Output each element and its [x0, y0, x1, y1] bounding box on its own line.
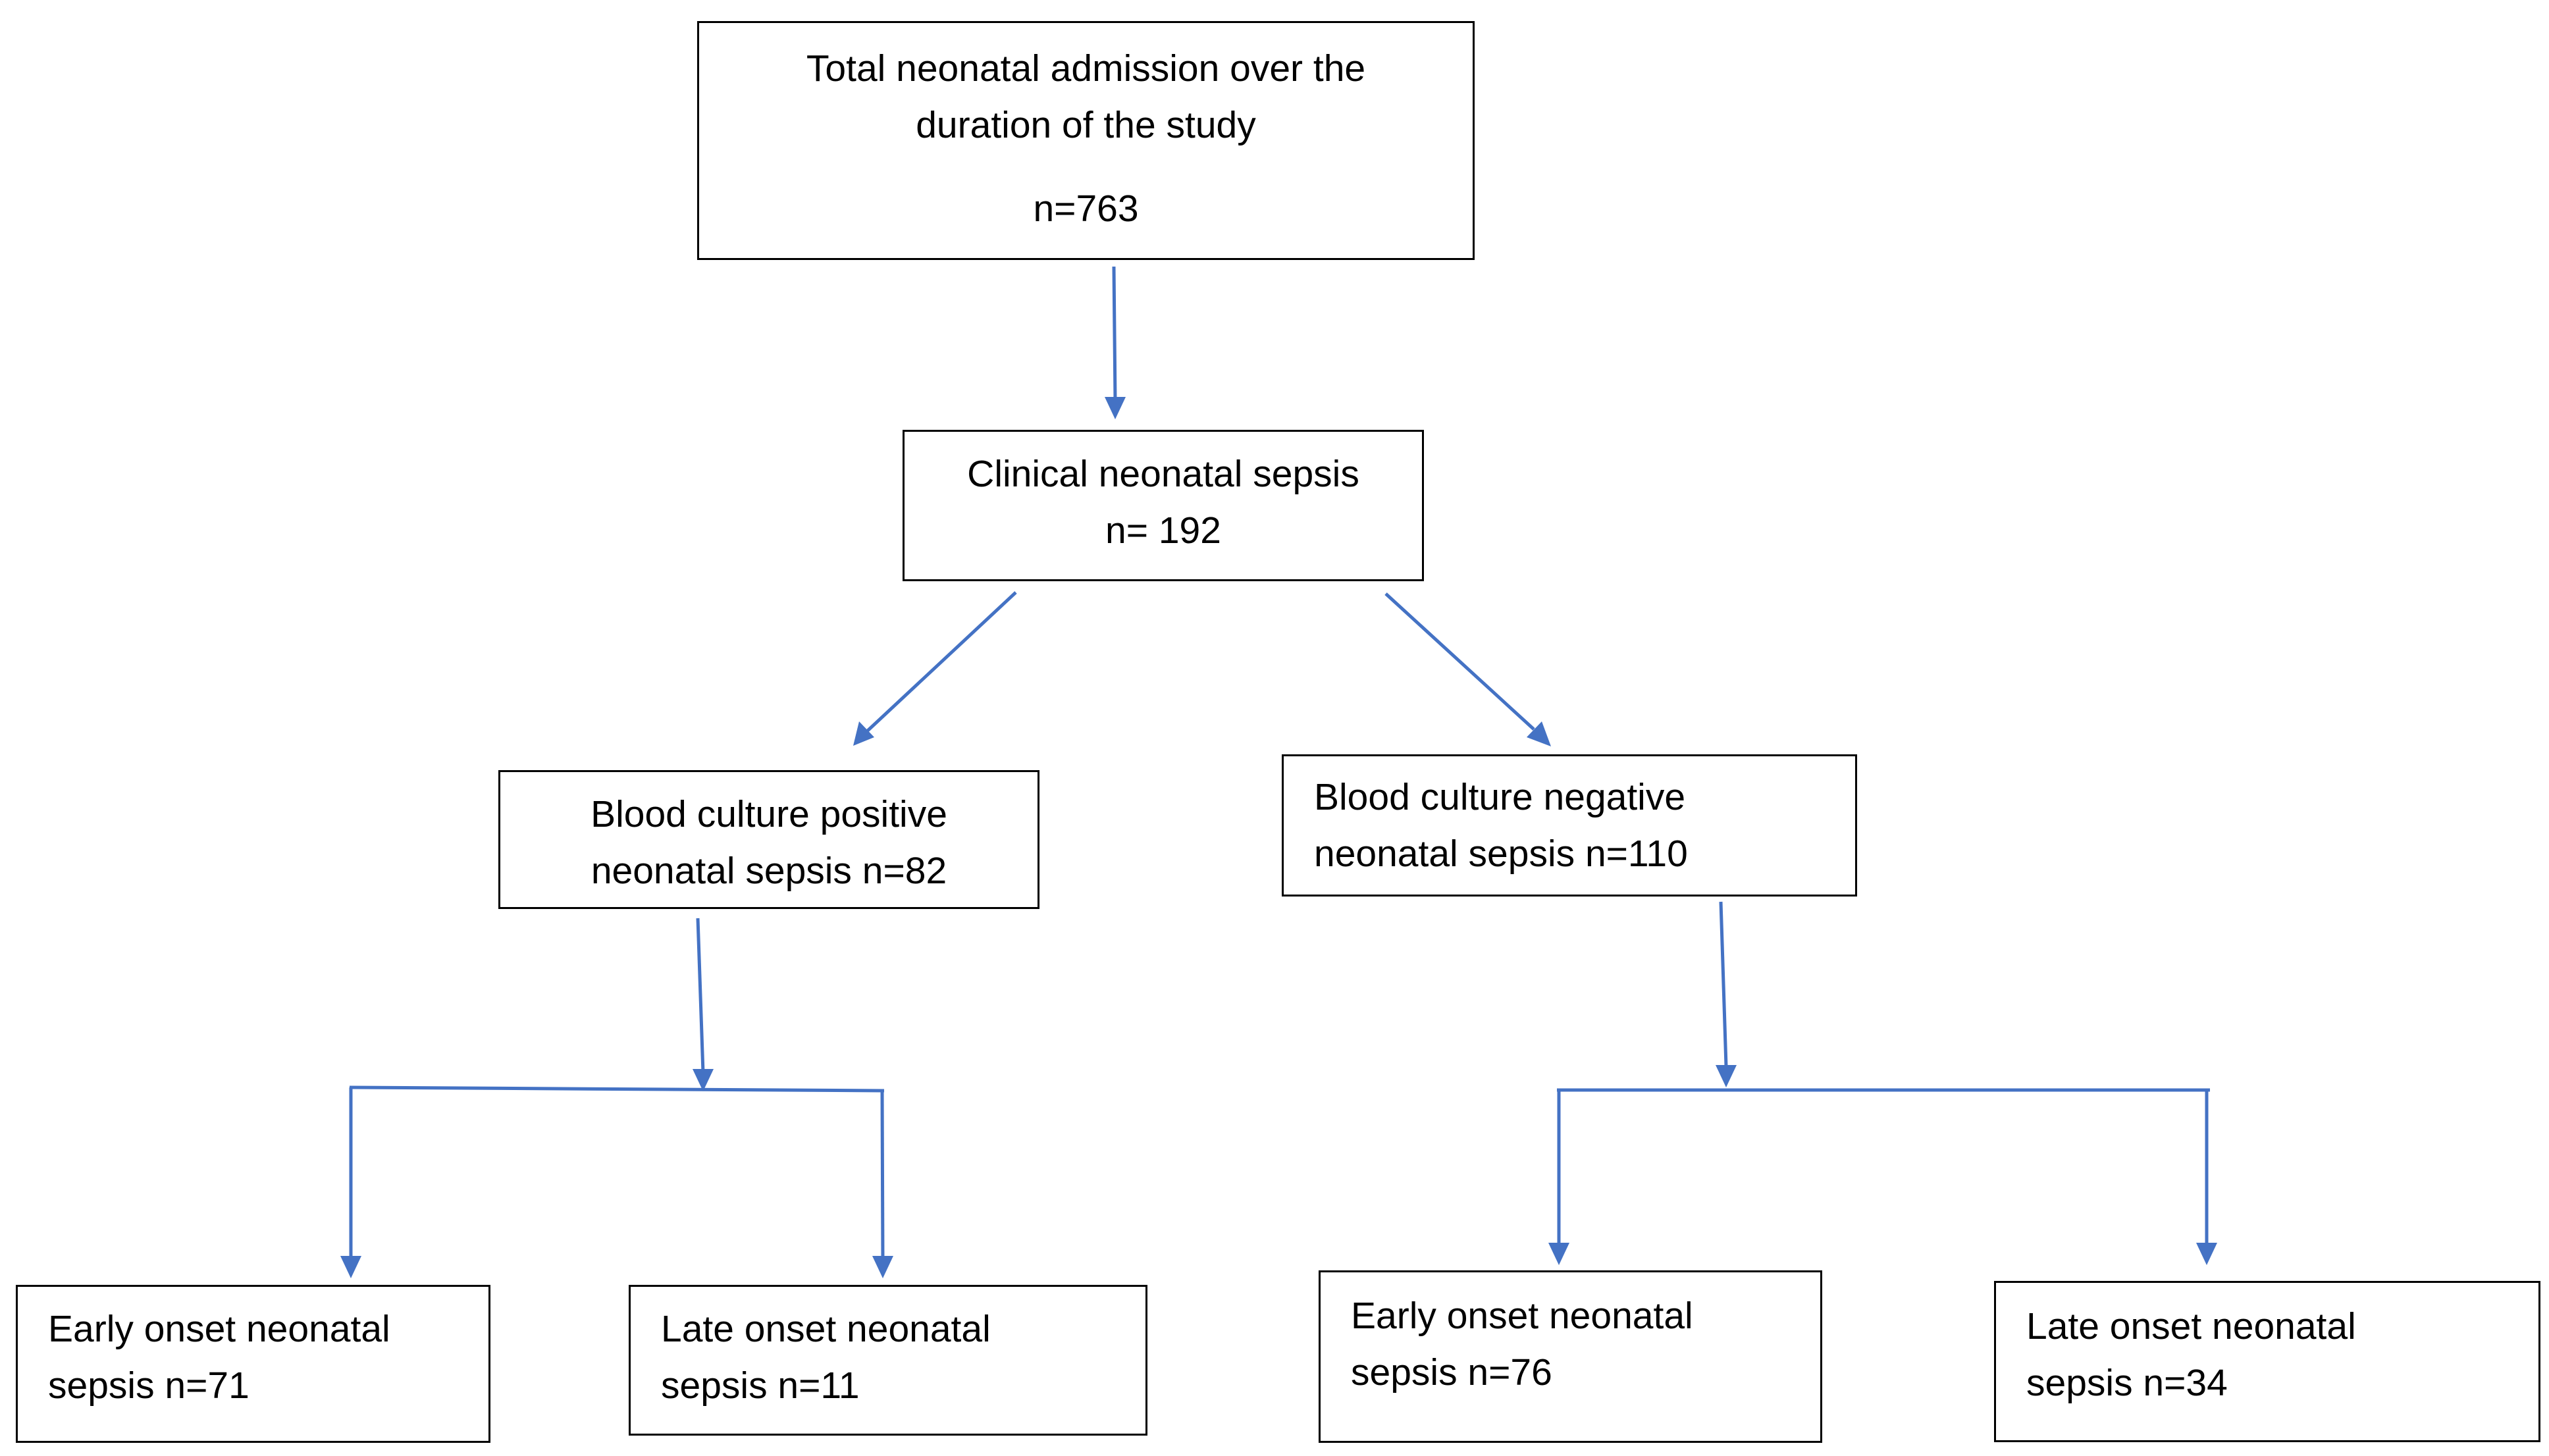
early-onset-negative-box: Early onset neonatal sepsis n=76	[1319, 1270, 1822, 1443]
late-onset-negative-line2: sepsis n=34	[2026, 1361, 2228, 1404]
early-onset-positive-box: Early onset neonatal sepsis n=71	[16, 1285, 490, 1443]
clinical-sepsis-box: Clinical neonatal sepsis n= 192	[903, 430, 1424, 581]
arrow-clinical-to-positive	[866, 591, 1017, 732]
early-onset-negative-line2: sepsis n=76	[1351, 1351, 1552, 1393]
arrowhead-icon	[340, 1256, 361, 1278]
arrowhead-icon	[1716, 1065, 1737, 1087]
arrowhead-icon	[2196, 1243, 2217, 1265]
culture-positive-line2: neonatal sepsis n=82	[591, 849, 947, 892]
arrowhead-icon	[853, 721, 874, 746]
spacer	[699, 153, 1473, 181]
culture-positive-box: Blood culture positive neonatal sepsis n…	[498, 770, 1039, 909]
early-onset-positive-line2: sepsis n=71	[48, 1364, 250, 1407]
arrow-split-to-late-positive	[880, 1090, 885, 1264]
clinical-sepsis-label: Clinical neonatal sepsis	[967, 453, 1359, 495]
total-admission-count: n=763	[1033, 188, 1139, 230]
culture-negative-line1: Blood culture negative	[1314, 776, 1686, 818]
late-onset-positive-box: Late onset neonatal sepsis n=11	[629, 1285, 1147, 1436]
early-onset-positive-line1: Early onset neonatal	[48, 1308, 390, 1350]
arrow-total-to-clinical	[1112, 266, 1117, 401]
arrowhead-icon	[1527, 721, 1551, 746]
late-onset-positive-line2: sepsis n=11	[661, 1364, 860, 1407]
total-admission-box: Total neonatal admission over the durati…	[697, 21, 1475, 260]
culture-negative-line2: neonatal sepsis n=110	[1314, 832, 1688, 875]
arrowhead-icon	[693, 1069, 714, 1091]
clinical-sepsis-count: n= 192	[1105, 509, 1221, 552]
connector-group	[349, 266, 2210, 1264]
arrow-positive-to-split	[696, 918, 705, 1074]
total-admission-line1: Total neonatal admission over the	[806, 47, 1366, 90]
arrowhead-group	[340, 397, 2217, 1278]
arrowhead-icon	[1548, 1243, 1569, 1265]
arrowhead-icon	[1105, 397, 1126, 419]
total-admission-line2: duration of the study	[916, 103, 1256, 146]
late-onset-negative-box: Late onset neonatal sepsis n=34	[1994, 1281, 2540, 1442]
culture-negative-box: Blood culture negative neonatal sepsis n…	[1282, 754, 1857, 897]
culture-positive-line1: Blood culture positive	[591, 793, 947, 835]
arrow-clinical-to-negative	[1384, 592, 1535, 731]
arrowhead-icon	[872, 1256, 893, 1278]
late-onset-negative-line1: Late onset neonatal	[2026, 1305, 2356, 1347]
early-onset-negative-line1: Early onset neonatal	[1351, 1295, 1693, 1337]
arrow-negative-to-split	[1719, 901, 1728, 1067]
late-onset-positive-line1: Late onset neonatal	[661, 1308, 991, 1350]
split-line-positive	[349, 1085, 885, 1093]
